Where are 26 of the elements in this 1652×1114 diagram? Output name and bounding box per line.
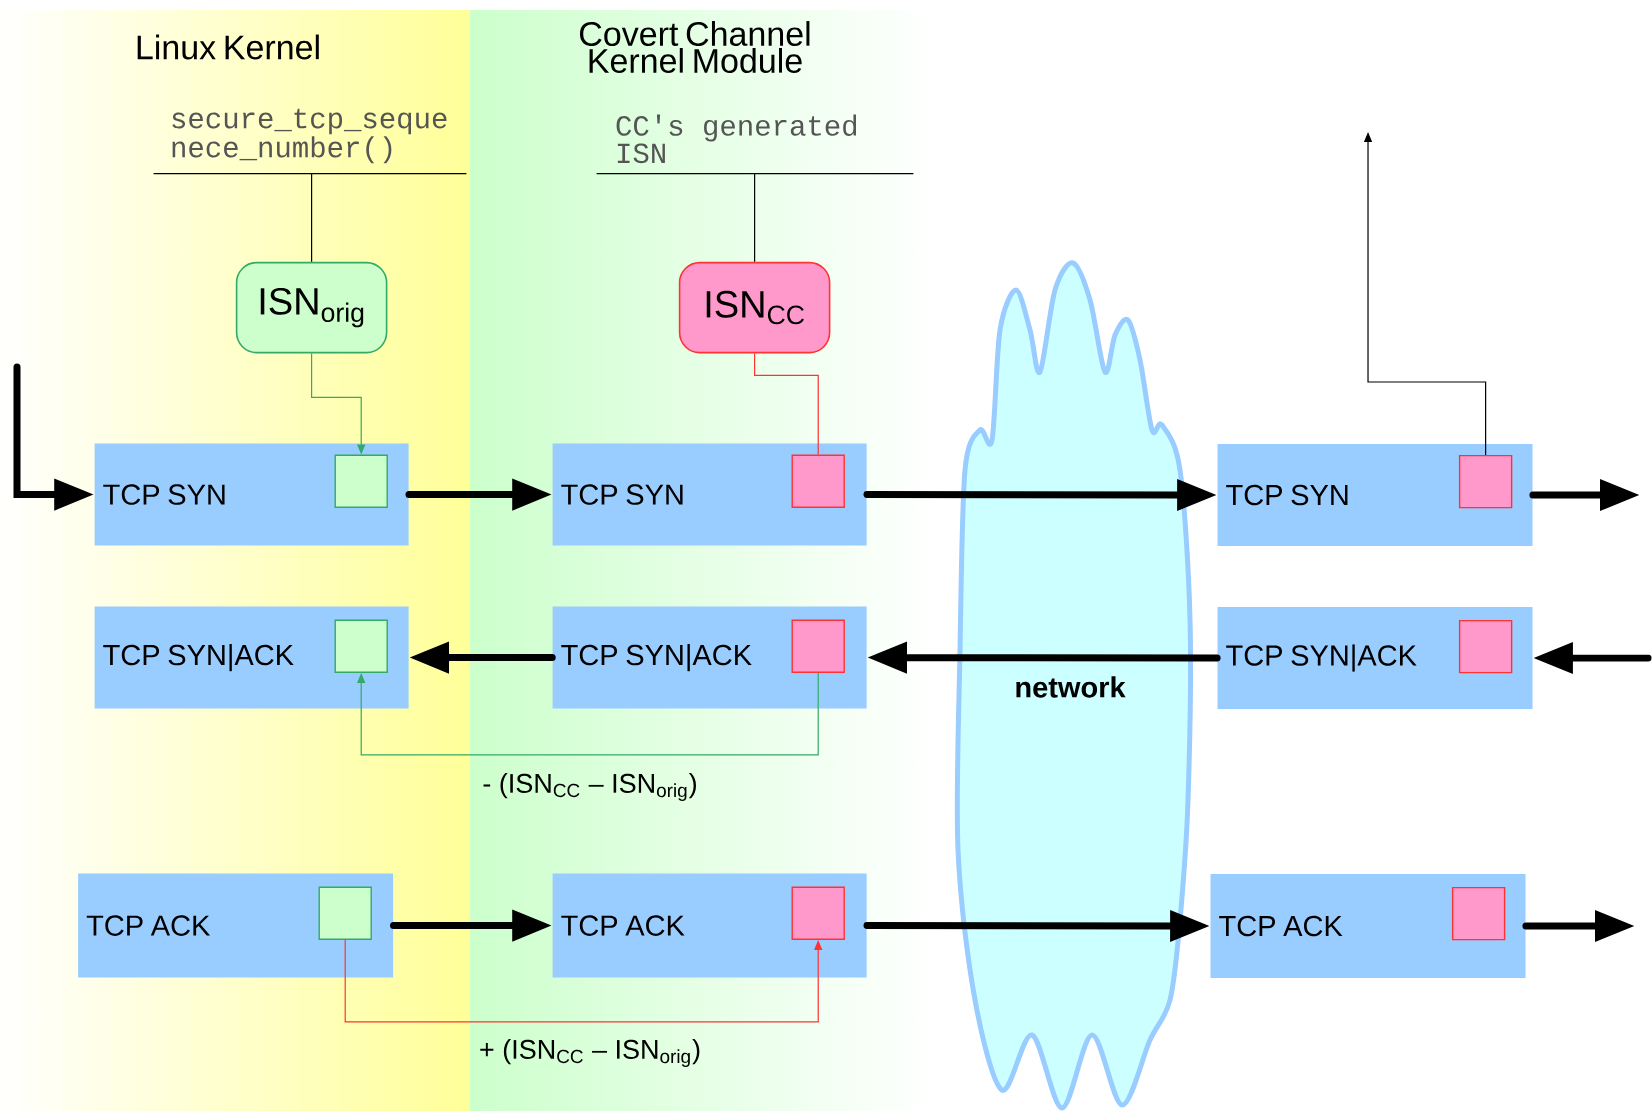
packet-box: TCP SYN|ACK xyxy=(1217,607,1533,709)
edge-label: - (ISN$_{CC}$ – ISN$_{orig}$) xyxy=(483,773,696,801)
field-square xyxy=(1458,454,1513,509)
field-square xyxy=(791,619,845,673)
connector-line xyxy=(754,173,756,263)
packet-box: TCP SYN xyxy=(1217,444,1533,546)
packet-box: TCP ACK xyxy=(1210,874,1526,978)
code-label: secure_tcp_seque nece_number() xyxy=(153,108,467,175)
cloud-label: network xyxy=(1016,676,1126,698)
band-title: Covert Channel Kernel Module xyxy=(580,21,810,73)
band-title: Linux Kernel xyxy=(137,34,319,60)
field-square xyxy=(1451,886,1506,941)
field-square xyxy=(318,886,372,940)
connector-line xyxy=(311,173,313,263)
edge-label: + (ISN$_{CC}$ – ISN$_{orig}$) xyxy=(480,1039,700,1067)
field-square xyxy=(791,454,845,508)
field-square xyxy=(334,454,388,508)
field-square xyxy=(791,886,845,940)
field-square xyxy=(1458,619,1513,674)
value-box: ISN$_{orig}$ xyxy=(235,261,388,354)
arrow xyxy=(357,672,819,756)
arrow xyxy=(344,939,823,1023)
code-label: CC's generated ISN xyxy=(596,114,914,175)
value-box: ISN$_{CC}$ xyxy=(678,261,831,354)
field-square xyxy=(334,619,388,673)
connector-line xyxy=(754,352,819,456)
